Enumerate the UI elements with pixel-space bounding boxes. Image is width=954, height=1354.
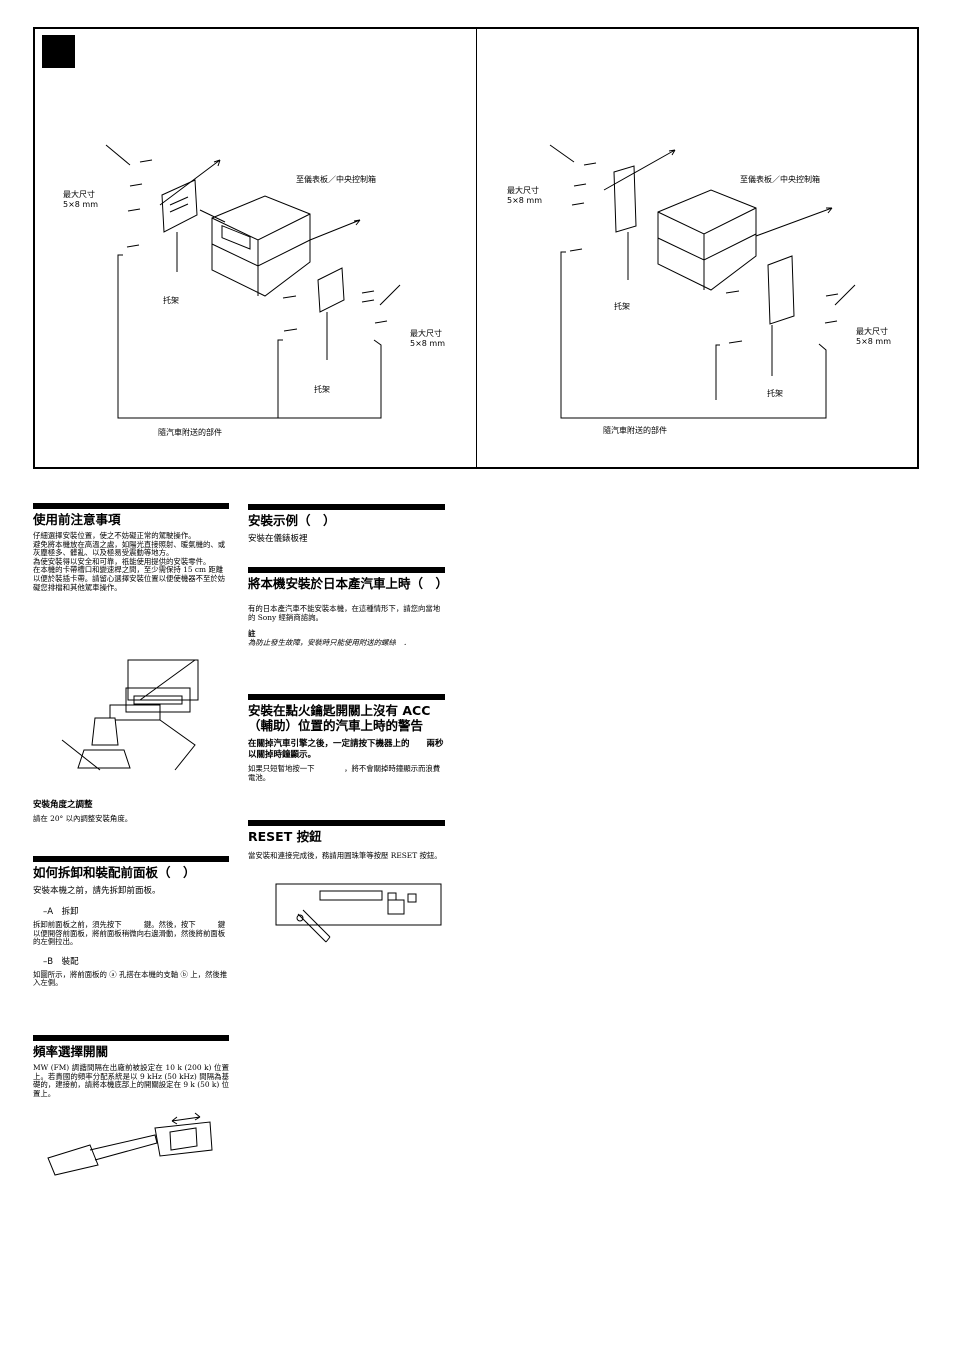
angle-title: 安裝角度之調整 bbox=[33, 800, 93, 810]
attach-text: 如圖所示，將前面板的 ⓐ 孔搭在本機的支軸 ⓑ 上，然後推入左側。 bbox=[33, 969, 228, 988]
reset-title: RESET 按鈕 bbox=[248, 829, 322, 844]
precaution-2: 避免將本機放在高溫之處，如陽光直接照射、暖氣機的、或灰塵極多、髒亂、以及極易受震… bbox=[33, 539, 226, 558]
frequency-title: 頻率選擇開關 bbox=[33, 1044, 109, 1059]
precaution-4: 在本機的卡帶槽口和變速桿之間，至少需保持 15 cm 距離以便於裝插卡帶。請留心… bbox=[33, 565, 226, 592]
front-panel-title: 如何拆卸和裝配前面板（ ） bbox=[33, 865, 196, 880]
install-example-title: 安裝示例（ ） bbox=[248, 513, 336, 528]
detach-text: 拆卸前面板之前，須先按下 鍵。然後，按下 鍵以便開啓前面板，將前面板稍微向右邊滑… bbox=[33, 920, 226, 947]
dashboard-illustration bbox=[61, 659, 199, 771]
section-bar bbox=[33, 503, 229, 509]
japanese-car-text: 有的日本產汽車不能安裝本機，在這種情形下，請您向當地的 Sony 經銷商諮詢。 bbox=[248, 604, 441, 622]
left-supplied-label: 隨汽車附送的部件 bbox=[158, 428, 222, 437]
install-example-section: 安裝示例（ ） 安裝在儀錶板裡 bbox=[248, 504, 445, 545]
left-size-label-top: 最大尺寸 5×8 mm bbox=[63, 190, 99, 209]
angle-text: 請在 20° 以內調整安裝角度。 bbox=[33, 814, 133, 823]
reset-text: 當安裝和連接完成後，務請用圓珠筆等按壓 RESET 按鈕。 bbox=[248, 851, 442, 860]
right-to-dashboard-label: 至儀表板／中央控制箱 bbox=[740, 175, 820, 184]
right-bracket-label-a: 托架 bbox=[614, 302, 630, 311]
left-bracket-label-a: 托架 bbox=[163, 296, 179, 305]
acc-warning-title: 安裝在點火鑰匙開關上沒有 ACC（輔助）位置的汽車上時的警告 bbox=[248, 703, 431, 733]
front-panel-intro: 安裝本機之前，請先拆卸前面板。 bbox=[33, 886, 161, 896]
reset-section: RESET 按鈕 當安裝和連接完成後，務請用圓珠筆等按壓 RESET 按鈕。 bbox=[248, 820, 445, 861]
acc-warning-text: 如果只短暫地按一下 ，將不會關掉時鐘顯示而浪費電池。 bbox=[248, 764, 441, 782]
japanese-car-section: 將本機安裝於日本產汽車上時（ ） 有的日本產汽車不能安裝本機，在這種情形下，請您… bbox=[248, 567, 449, 647]
section-bar bbox=[248, 820, 445, 826]
japanese-car-title: 將本機安裝於日本產汽車上時（ ） bbox=[248, 576, 449, 591]
right-bracket-label-b: 托架 bbox=[767, 389, 783, 398]
screwdriver-illustration bbox=[47, 1112, 213, 1176]
section-bar bbox=[248, 504, 445, 510]
precaution-1: 仔細選擇安裝位置，使之不妨礙正常的駕駛操作。 bbox=[33, 531, 196, 540]
diagram-divider bbox=[476, 27, 477, 469]
acc-warning-section: 安裝在點火鑰匙開關上沒有 ACC（輔助）位置的汽車上時的警告 在關掉汽車引擎之後… bbox=[248, 694, 445, 782]
left-bracket-label-b: 托架 bbox=[314, 385, 330, 394]
detach-title: –A 拆卸 bbox=[43, 907, 79, 917]
section-bar bbox=[248, 694, 445, 700]
acc-warning-sub: 在關掉汽車引擎之後，一定請按下機器上的 兩秒以關掉時鐘顯示。 bbox=[248, 739, 444, 760]
note-text: 為防止發生故障，安裝時只能使用附送的螺絲 ． bbox=[248, 637, 411, 647]
precaution-3: 為使安裝得以安全和可靠，祇能使用提供的安裝零件。 bbox=[33, 556, 211, 566]
section-bar bbox=[33, 1035, 229, 1041]
precautions-title: 使用前注意事項 bbox=[33, 512, 121, 527]
attach-title: –B 裝配 bbox=[43, 956, 79, 967]
right-install-drawing bbox=[549, 144, 856, 419]
reset-illustration bbox=[275, 883, 442, 943]
left-to-dashboard-label: 至儀表板／中央控制箱 bbox=[296, 175, 376, 184]
frequency-section: 頻率選擇開關 MW (FM) 調諧間隔在出廠前被設定在 10 k (200 k)… bbox=[33, 1035, 229, 1098]
right-size-label-top: 最大尺寸 5×8 mm bbox=[507, 186, 543, 205]
right-size-label-right: 最大尺寸 5×8 mm bbox=[856, 327, 892, 346]
frequency-text: MW (FM) 調諧間隔在出廠前被設定在 10 k (200 k) 位置上。若貴… bbox=[33, 1063, 229, 1098]
section-bar bbox=[248, 567, 445, 573]
precautions-section: 使用前注意事項 仔細選擇安裝位置，使之不妨礙正常的駕駛操作。 避免將本機放在高溫… bbox=[33, 503, 229, 592]
front-panel-section: 如何拆卸和裝配前面板（ ） 安裝本機之前，請先拆卸前面板。 –A 拆卸 拆卸前面… bbox=[33, 856, 229, 988]
section-bar bbox=[33, 856, 229, 862]
angle-section: 安裝角度之調整 請在 20° 以內調整安裝角度。 bbox=[33, 800, 229, 824]
section-marker-block bbox=[42, 35, 75, 68]
left-size-label-right: 最大尺寸 5×8 mm bbox=[410, 329, 446, 348]
left-install-drawing bbox=[105, 144, 401, 419]
install-example-sub: 安裝在儀錶板裡 bbox=[248, 534, 308, 544]
note-title: 註 bbox=[248, 629, 256, 639]
right-supplied-label: 隨汽車附送的部件 bbox=[603, 426, 667, 435]
